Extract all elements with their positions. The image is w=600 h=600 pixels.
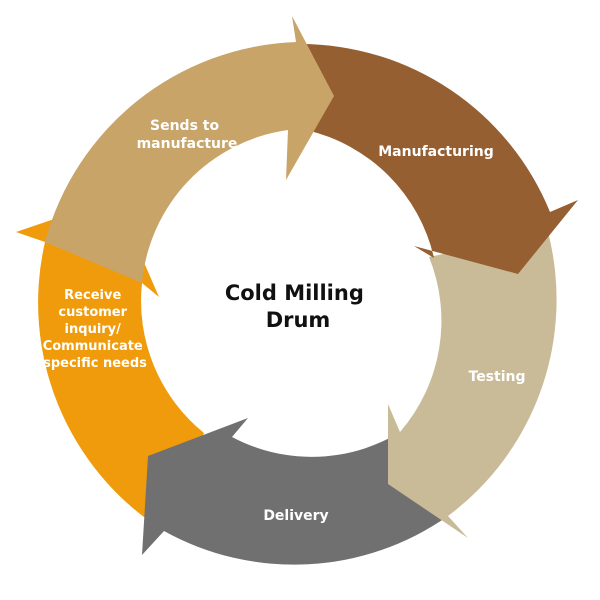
label-receive-line-2: customer (58, 305, 127, 320)
label-receive-line-5: specific needs (43, 356, 147, 371)
segment-testing (388, 232, 557, 538)
label-receive-line-4: Communicate (43, 339, 143, 354)
segment-delivery (142, 405, 448, 565)
center-title: Cold Milling Drum (225, 281, 371, 332)
segment-sends (45, 16, 334, 283)
label-manufacturing-line-1: Manufacturing (378, 144, 494, 160)
label-receive: Receive customer inquiry/ Communicate sp… (43, 288, 148, 371)
label-receive-line-1: Receive (64, 288, 121, 303)
center-title-line-1: Cold Milling (225, 281, 364, 305)
label-receive-line-3: inquiry/ (65, 322, 122, 337)
label-delivery-line-1: Delivery (263, 508, 328, 524)
label-sends-line-2: manufacture (137, 136, 238, 152)
label-testing-line-1: Testing (469, 369, 526, 385)
label-sends: Sends to manufacture (137, 118, 238, 152)
center-title-line-2: Drum (266, 308, 331, 332)
label-testing: Testing (469, 369, 526, 385)
label-delivery: Delivery (263, 508, 328, 524)
segment-manufacturing (300, 44, 578, 274)
segment-receive (16, 198, 204, 531)
label-sends-line-1: Sends to (150, 118, 219, 134)
label-manufacturing: Manufacturing (378, 144, 494, 160)
